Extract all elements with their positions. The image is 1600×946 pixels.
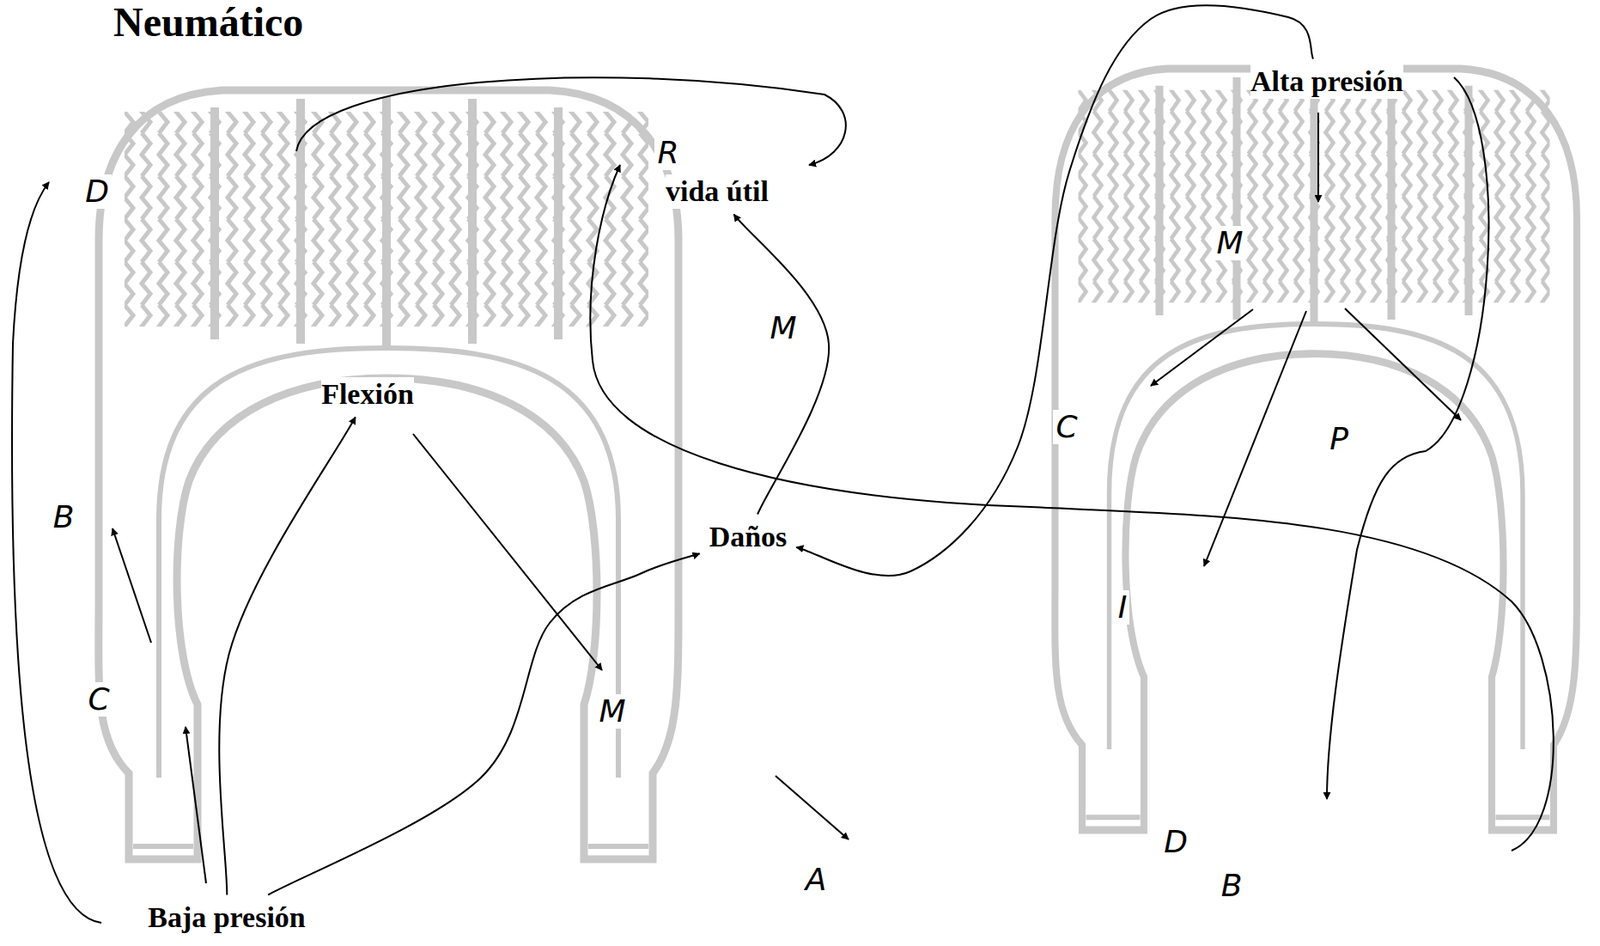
callout-letter: D: [82, 174, 112, 209]
concept-text: Alta presión: [1245, 62, 1409, 100]
callout-letter: D: [1161, 824, 1191, 859]
callout-letter: M: [766, 310, 799, 346]
concept-text: Baja presión: [142, 898, 311, 936]
tire-left: [98, 90, 679, 859]
concept-label: Baja presión: [147, 900, 306, 934]
connector-arrow: [734, 214, 830, 515]
concept-label: Flexión: [321, 377, 414, 411]
callout-letter: A: [803, 862, 830, 897]
concept-text: vida útil: [660, 172, 774, 210]
concept-text: Daños: [704, 517, 793, 555]
connector-arrow: [796, 5, 1314, 576]
callout-letter: I: [1115, 590, 1131, 625]
concept-label: Alta presión: [1250, 64, 1404, 98]
callout-letter: P: [1326, 421, 1351, 457]
callout-letter: M: [596, 693, 628, 729]
callout-letter: C: [1052, 409, 1080, 445]
callout-letter: B: [50, 499, 78, 535]
diagram-title: Neumático: [113, 0, 304, 46]
free-arrows: [12, 77, 1554, 923]
connector-arrow: [219, 417, 356, 895]
concept-text: Flexión: [316, 375, 420, 413]
concept-label: Daños: [709, 519, 788, 554]
callout-letter: R: [654, 135, 682, 171]
callout-letter: C: [85, 681, 112, 717]
callout-letter: B: [1218, 868, 1246, 903]
connector-arrow: [267, 553, 700, 895]
concept-label: vida útil: [665, 174, 769, 208]
callout-letter: M: [1213, 225, 1246, 261]
tire-right: [1054, 68, 1577, 830]
